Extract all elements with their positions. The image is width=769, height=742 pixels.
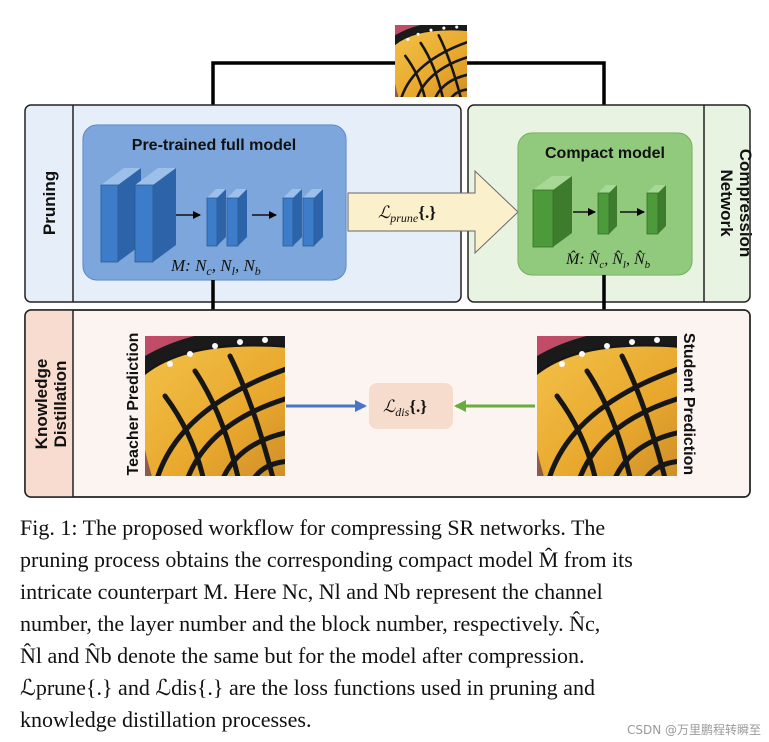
compact-model-block-large [532, 176, 572, 248]
student-prediction-label: Student Prediction [680, 333, 697, 475]
network-compression-label-2: Compression [736, 149, 755, 258]
caption-line-5: N̂l and N̂b denote the same but for the … [20, 643, 585, 668]
caption-line-6: ℒprune{.} and ℒdis{.} are the loss funct… [20, 675, 595, 700]
student-prediction: Student Prediction [531, 333, 697, 486]
workflow-diagram: Pruning Network Compression Pre-trained … [24, 25, 755, 498]
full-model-block-large [100, 168, 176, 263]
caption-line-7: knowledge distillation processes. [20, 707, 312, 732]
network-compression-label-1: Network [717, 169, 736, 237]
watermark: CSDN @万里鹏程转瞬至 [626, 723, 761, 737]
prune-arrow: ℒprune{.} [347, 169, 519, 255]
full-model-block-medium [206, 189, 247, 247]
teacher-prediction: Teacher Prediction [125, 333, 295, 486]
full-model: Pre-trained full model [82, 124, 347, 281]
full-model-block-small [282, 189, 323, 247]
dis-loss-label: ℒdis{.} [383, 397, 427, 419]
figure-caption: Fig. 1: The proposed workflow for compre… [20, 512, 760, 736]
caption-line-4: number, the layer number and the block n… [20, 611, 601, 636]
distillation-loss: ℒdis{.} [286, 383, 535, 429]
full-model-params-head: M: N [170, 256, 208, 275]
knowledge-distillation-label-1: Knowledge [32, 359, 51, 450]
pruning-label: Pruning [40, 171, 59, 235]
caption-line-1: Fig. 1: The proposed workflow for compre… [20, 515, 606, 540]
compact-model-block-small [646, 185, 666, 235]
prune-loss-label: ℒprune{.} [378, 203, 436, 225]
teacher-prediction-label: Teacher Prediction [125, 333, 142, 476]
knowledge-distillation-label-2: Distillation [51, 361, 70, 448]
caption-line-2: pruning process obtains the correspondin… [20, 547, 633, 572]
compact-model: Compact model M̂: N̂c, N̂l, N̂b [517, 132, 693, 276]
full-model-params: M: Nc, Nl, Nb [170, 256, 261, 278]
input-image [395, 25, 467, 97]
compact-model-params: M̂: N̂c, N̂l, N̂b [565, 249, 651, 271]
compact-model-params-head: M̂: N̂ [565, 249, 601, 268]
full-model-title: Pre-trained full model [132, 137, 296, 154]
compact-model-title: Compact model [545, 145, 665, 162]
caption-line-3: intricate counterpart M. Here Nc, Nl and… [20, 579, 603, 604]
compact-model-block-medium [597, 185, 617, 235]
